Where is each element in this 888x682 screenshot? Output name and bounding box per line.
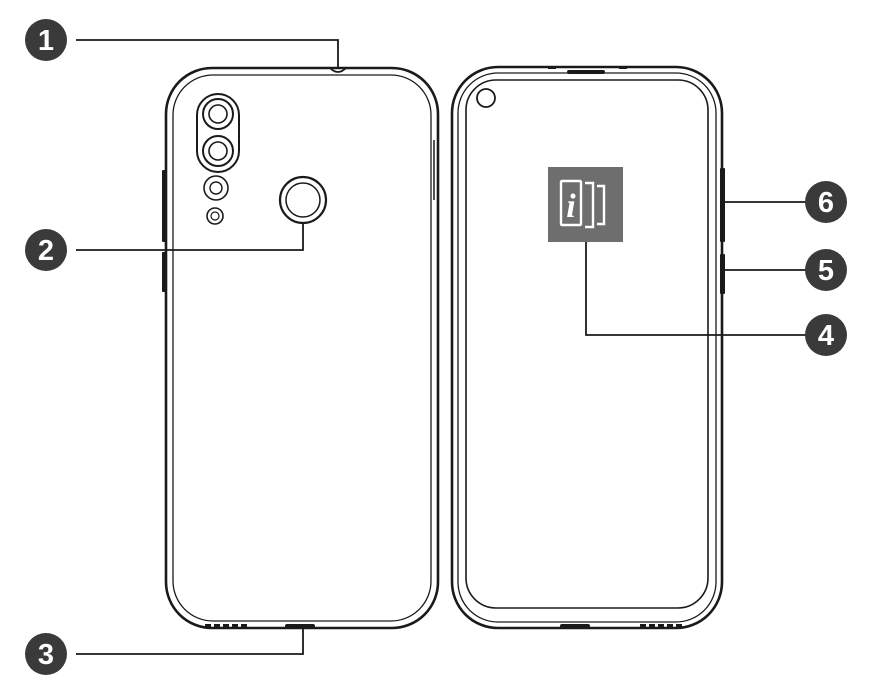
camera-lens-small-outer: [203, 175, 229, 201]
user-guide-glyph: i: [566, 188, 576, 225]
front-side-button-upper: [720, 168, 725, 242]
front-side-button-lower: [720, 254, 725, 294]
camera-lens-top-outer: [202, 98, 234, 130]
camera-lens-mid-inner: [208, 141, 228, 161]
fingerprint-sensor-inner: [285, 182, 321, 218]
back-body-inner: [172, 74, 432, 622]
user-guide-icon-tile: [548, 167, 623, 242]
leader-3: [76, 628, 304, 655]
callout-marker: [25, 229, 67, 271]
callout-number: 2: [38, 235, 54, 267]
front-earpiece: [567, 70, 605, 74]
back-body-outer: [164, 66, 440, 630]
user-guide-page-3: [597, 184, 606, 226]
camera-lens-small-inner: [209, 181, 223, 195]
callout-marker: [805, 249, 847, 291]
user-guide-icon: i: [548, 167, 623, 242]
front-body-outer: [450, 65, 724, 630]
front-speaker-grille: [640, 624, 682, 627]
callout-marker: [805, 314, 847, 356]
camera-lens-mid-outer: [202, 135, 234, 167]
callout-2: 2: [25, 229, 67, 271]
fingerprint-sensor-outer: [278, 175, 328, 225]
user-guide-page-1: [559, 179, 583, 227]
front-body-inner: [457, 72, 717, 623]
camera-lens-top-inner: [208, 104, 228, 124]
camera-flash-outer: [206, 207, 224, 225]
phone-front-view: i: [450, 65, 725, 630]
callout-6: 6: [805, 181, 847, 223]
leader-1: [76, 39, 339, 68]
callout-marker: [805, 181, 847, 223]
camera-housing: [196, 93, 240, 173]
back-usb-port: [285, 624, 315, 628]
callout-5: 5: [805, 249, 847, 291]
leader-2: [76, 223, 304, 251]
callout-3: 3: [25, 633, 67, 675]
front-top-mark-left: [548, 66, 556, 69]
front-top-mark-right: [619, 66, 627, 69]
back-side-button-upper: [162, 170, 167, 242]
phone-back-view: [162, 66, 440, 630]
back-side-button-lower: [162, 252, 167, 292]
user-guide-page-2: [585, 181, 595, 229]
callout-leaders: [76, 39, 806, 655]
back-top-notch: [329, 67, 347, 73]
callout-marker: [25, 633, 67, 675]
back-speaker-grille: [205, 624, 247, 627]
front-camera: [476, 88, 496, 108]
callout-marker: [25, 19, 67, 61]
callout-1: 1: [25, 19, 67, 61]
callout-4: 4: [805, 314, 847, 356]
callout-number: 3: [38, 639, 54, 671]
callout-number: 5: [818, 255, 834, 287]
front-usb-port: [560, 624, 590, 628]
rear-camera-module: [196, 93, 240, 225]
leader-4: [585, 242, 806, 336]
front-screen: [465, 79, 709, 609]
callout-number: 1: [38, 25, 54, 57]
camera-flash-inner: [210, 211, 220, 221]
callout-number: 4: [818, 320, 834, 352]
callout-number: 6: [818, 187, 834, 219]
